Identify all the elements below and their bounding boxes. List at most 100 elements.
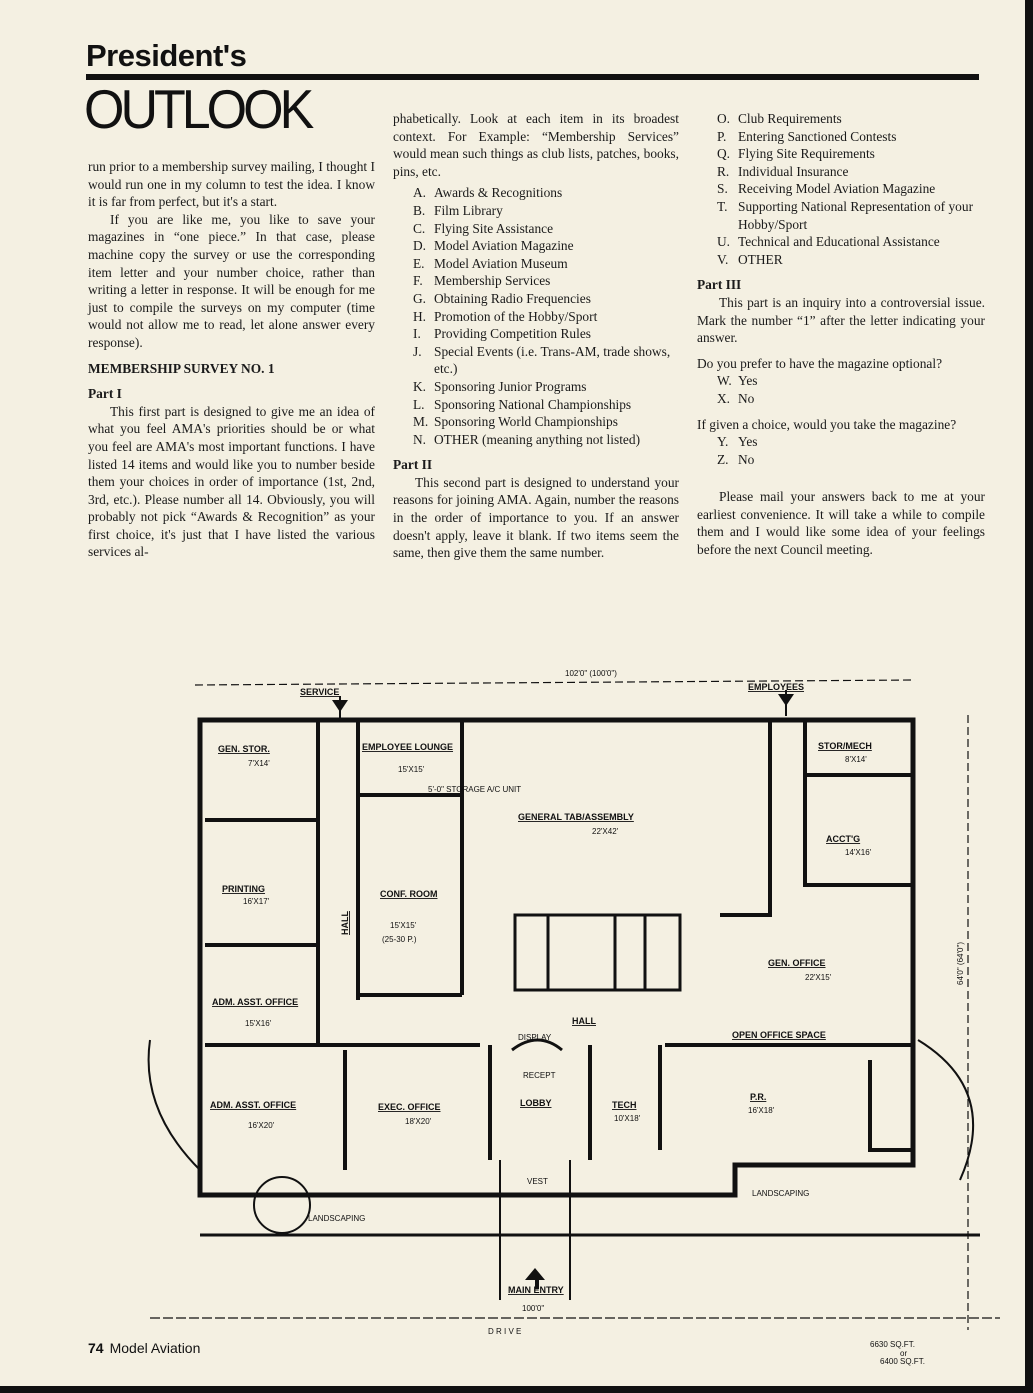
paragraph: This part is an inquiry into a controver… [697, 294, 985, 346]
part-1-title: Part I [88, 386, 122, 402]
list-item: Y. Yes [717, 433, 985, 451]
item-text: Awards & Recognitions [434, 185, 563, 201]
room-employee-lounge-dim: 15'X15' [398, 765, 425, 774]
list-item: I.Providing Competition Rules [413, 325, 679, 343]
room-tech: TECH [612, 1100, 637, 1110]
room-gen-stor-dim: 7'X14' [248, 759, 270, 768]
paragraph: This second part is designed to understa… [393, 474, 679, 561]
question-1: Do you prefer to have the magazine optio… [697, 355, 943, 371]
list-item: P. Entering Sanctioned Contests [717, 128, 985, 146]
list-item: T.Supporting National Representation of … [717, 198, 985, 233]
item-text: Entering Sanctioned Contests [738, 128, 897, 144]
floor-plan-walls [147, 679, 1000, 1330]
room-conference-dim: 15'X15' [390, 921, 417, 930]
column-title: OUTLOOK [84, 79, 314, 141]
room-adm-asst-2: ADM. ASST. OFFICE [210, 1100, 296, 1110]
item-letter: P. [717, 128, 727, 144]
list-item: M.Sponsoring World Championships [413, 413, 679, 431]
paragraph: phabetically. Look at each item in its b… [393, 111, 679, 179]
reception-label: RECEPT [523, 1071, 556, 1080]
item-text: Providing Competition Rules [434, 326, 591, 342]
item-letter: C. [413, 220, 426, 236]
item-letter: S. [717, 181, 728, 197]
list-item: R.Individual Insurance [717, 163, 985, 181]
list-item: J. Special Events (i.e. Trans-AM, trade s… [413, 343, 679, 378]
item-text: OTHER (meaning anything not listed) [434, 431, 641, 447]
room-acctg: ACCT'G [826, 834, 860, 844]
hall-vertical-label: HALL [340, 911, 350, 935]
publication-name: Model Aviation [109, 1340, 201, 1356]
item-text: Sponsoring National Championships [434, 396, 632, 412]
display-label: DISPLAY [518, 1033, 552, 1042]
room-pr-dim: 16'X18' [748, 1106, 775, 1115]
item-letter: A. [413, 185, 427, 201]
room-printing: PRINTING [222, 884, 265, 894]
item-text: Receiving Model Aviation Magazine [738, 181, 936, 197]
item-text: Flying Site Requirements [738, 146, 875, 162]
item-letter: Q. [717, 146, 731, 162]
sqft-2: 6400 SQ.FT. [880, 1357, 925, 1366]
item-letter: Z. [717, 451, 729, 467]
list-item: L. Sponsoring National Championships [413, 396, 679, 414]
question-2: If given a choice, would you take the ma… [697, 416, 957, 432]
room-stor-mech: STOR/MECH [818, 741, 872, 751]
item-letter: E. [413, 255, 425, 271]
item-letter: J. [413, 343, 422, 359]
list-item: Q. Flying Site Requirements [717, 145, 985, 163]
depth-dimension: 64'0" (64'0") [956, 942, 965, 985]
column-1: run prior to a membership survey mailing… [88, 158, 375, 561]
paragraph: Please mail your answers back to me at y… [697, 489, 985, 558]
hall-label: HALL [572, 1016, 596, 1026]
room-exec-office: EXEC. OFFICE [378, 1102, 441, 1112]
room-tech-dim: 10'X18' [614, 1114, 641, 1123]
main-entry-arrow-icon [525, 1268, 545, 1280]
header-rule [86, 74, 979, 80]
landscaping-label-left: LANDSCAPING [308, 1214, 365, 1223]
list-item: S. Receiving Model Aviation Magazine [717, 180, 985, 198]
item-letter: O. [717, 111, 731, 126]
list-item: X.No [717, 390, 985, 408]
item-letter: K. [413, 378, 427, 394]
item-text: Special Events (i.e. Trans-AM, trade sho… [434, 343, 671, 377]
list-item: E. Model Aviation Museum [413, 255, 679, 273]
list-item: W.Yes [717, 372, 985, 390]
item-letter: V. [717, 251, 729, 267]
item-text: Yes [738, 434, 758, 450]
room-stor-mech-dim: 8'X14' [845, 755, 867, 764]
item-letter: L. [413, 396, 425, 412]
column-2: phabetically. Look at each item in its b… [393, 110, 679, 562]
list-item: O.Club Requirements [717, 110, 985, 128]
service-arrow-icon [332, 700, 348, 712]
main-entry-label: MAIN ENTRY [508, 1285, 564, 1295]
paragraph: This first part is designed to give me a… [88, 403, 375, 560]
room-lobby: LOBBY [520, 1098, 552, 1108]
item-text: Model Aviation Museum [434, 255, 568, 271]
drive-label: D R I V E [488, 1327, 521, 1336]
main-entry-arrow-stem [535, 1279, 539, 1289]
room-printing-dim: 16'X17' [243, 897, 270, 906]
item-letter: D. [413, 238, 427, 254]
list-item: U.Technical and Educational Assistance [717, 233, 985, 251]
item-letter: B. [413, 202, 426, 218]
item-text: Sponsoring World Championships [434, 414, 618, 430]
item-letter: F. [413, 273, 423, 289]
room-adm-asst-2-dim: 16'X20' [248, 1121, 275, 1130]
item-letter: Y. [717, 434, 729, 450]
item-text: OTHER [738, 251, 783, 267]
list-item: K.Sponsoring Junior Programs [413, 378, 679, 396]
room-gen-stor: GEN. STOR. [218, 744, 270, 754]
list-item: H.Promotion of the Hobby/Sport [413, 308, 679, 326]
item-text: No [738, 390, 755, 406]
room-gen-office-dim: 22'X15' [805, 973, 832, 982]
item-letter: G. [413, 290, 427, 306]
item-text: Film Library [434, 202, 503, 218]
part-2-title: Part II [393, 457, 433, 473]
item-text: Technical and Educational Assistance [738, 234, 940, 250]
room-general-assembly-dim: 22'X42' [592, 827, 619, 836]
list-item: Z.No [717, 451, 985, 469]
